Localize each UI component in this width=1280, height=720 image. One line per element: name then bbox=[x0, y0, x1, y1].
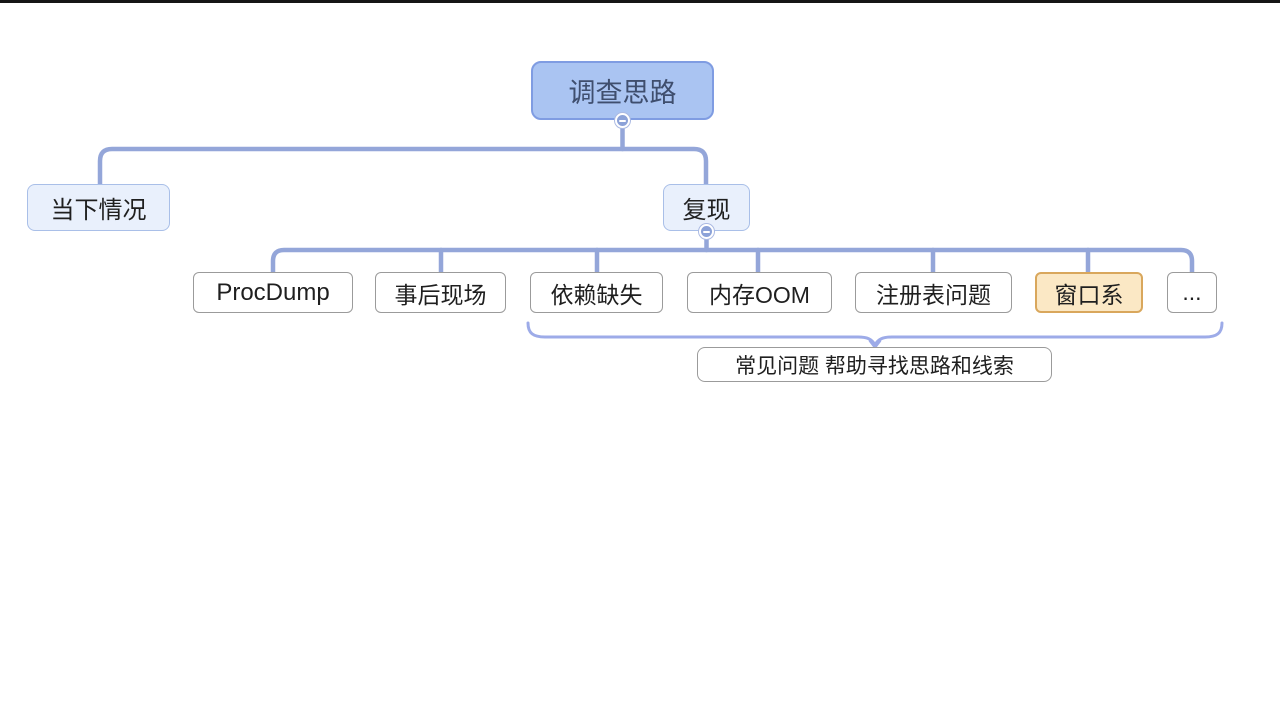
node-current-situation[interactable]: 当下情况 bbox=[27, 184, 170, 231]
node-ellipsis[interactable]: ... bbox=[1167, 272, 1217, 313]
node-label: 窗口系 bbox=[1054, 281, 1124, 308]
top-bar bbox=[0, 0, 1280, 3]
node-root[interactable]: 调查思路 bbox=[531, 61, 714, 120]
node-memory-oom[interactable]: 内存OOM bbox=[687, 272, 832, 313]
node-registry-problem[interactable]: 注册表问题 bbox=[855, 272, 1012, 313]
node-label: 依赖缺失 bbox=[550, 281, 643, 308]
node-label: 复现 bbox=[682, 197, 731, 224]
collapse-button-root[interactable] bbox=[615, 113, 630, 128]
node-label: 内存OOM bbox=[709, 281, 810, 308]
node-procdump[interactable]: ProcDump bbox=[193, 272, 353, 313]
summary-label[interactable]: 常见问题 帮助寻找思路和线索 bbox=[697, 347, 1052, 382]
collapse-button-reproduce[interactable] bbox=[699, 224, 714, 239]
node-label: 事后现场 bbox=[394, 281, 487, 308]
node-label: 注册表问题 bbox=[876, 281, 991, 308]
node-label: 当下情况 bbox=[50, 197, 147, 224]
node-postmortem-scene[interactable]: 事后现场 bbox=[375, 272, 506, 313]
node-label: ProcDump bbox=[216, 278, 330, 306]
node-window-system-highlighted[interactable]: 窗口系 bbox=[1035, 272, 1143, 313]
summary-text: 常见问题 帮助寻找思路和线索 bbox=[735, 354, 1014, 378]
minus-icon bbox=[619, 119, 626, 122]
node-missing-dependency[interactable]: 依赖缺失 bbox=[530, 272, 663, 313]
node-root-label: 调查思路 bbox=[568, 78, 677, 108]
node-label: ... bbox=[1182, 279, 1202, 305]
minus-icon bbox=[703, 230, 710, 233]
